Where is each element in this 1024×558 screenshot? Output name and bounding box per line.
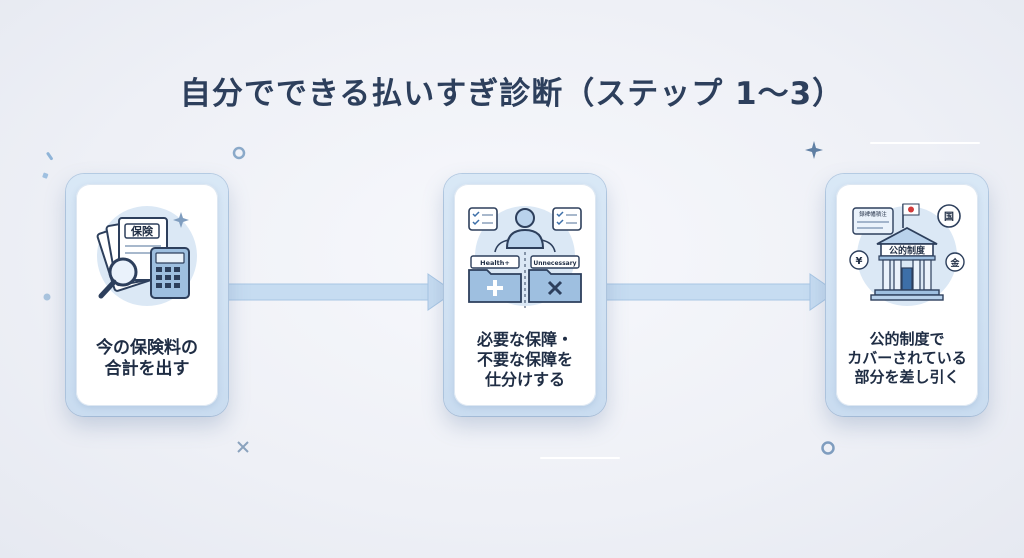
insurance-calculation-illustration: 保険 (96, 206, 197, 306)
step-arrow (606, 273, 837, 311)
svg-text:Unnecessary: Unnecessary (533, 260, 576, 267)
svg-text:¥: ¥ (856, 256, 863, 267)
flag-icon (902, 203, 920, 228)
svg-text:国: 国 (944, 211, 954, 223)
document-icon: 保険 (96, 217, 168, 292)
step-2-label: 必要な保障・ 不要な保障を 仕分けする (476, 330, 573, 389)
public-system-illustration: 録裨幡積注 国 金 ¥ 公的制度 (849, 203, 965, 306)
step-3-label: 公的制度で カバーされている 部分を差し引く (847, 330, 967, 386)
svg-text:Health+: Health+ (480, 259, 510, 267)
step-card-1: 保険 今の保険料の 合計を出す (66, 174, 228, 416)
calculator-icon (150, 247, 190, 299)
star-decoration-icon (805, 141, 823, 159)
step-card-3: 録裨幡積注 国 金 ¥ 公的制度 (826, 174, 988, 416)
page-title: 自分でできる払いすぎ診断（ステップ 1〜3） (179, 76, 845, 112)
svg-text:録裨幡積注: 録裨幡積注 (859, 210, 887, 218)
id-card-icon: 録裨幡積注 (852, 207, 894, 235)
step-arrow (228, 273, 455, 311)
magnifier-icon (98, 257, 138, 299)
circle-decoration-icon (232, 146, 246, 160)
line-decoration-icon (870, 142, 980, 144)
circle-decoration-icon (821, 441, 835, 455)
sorting-coverage-illustration: Health+ Unnecessary (468, 206, 582, 308)
sparkle-decoration-icon (42, 152, 53, 179)
government-building-icon: 公的制度 (870, 226, 944, 301)
cross-decoration-icon (237, 441, 249, 453)
svg-text:金: 金 (949, 257, 960, 269)
step-1-label: 今の保険料の 合計を出す (96, 338, 198, 380)
circle-decoration-icon (43, 293, 51, 301)
svg-text:公的制度: 公的制度 (889, 245, 926, 257)
speech-bubble-icon: 国 金 (937, 204, 965, 272)
folder-x-icon: Unnecessary (528, 255, 582, 303)
line-decoration-icon (540, 457, 620, 459)
svg-text:保険: 保険 (130, 224, 154, 238)
yen-bubble-icon: ¥ (849, 250, 869, 270)
person-icon (505, 208, 545, 249)
checklist-icon (468, 207, 582, 231)
step-card-2: Health+ Unnecessary 必要な保障・ 不要な保障を 仕分けする (444, 174, 606, 416)
folder-plus-icon: Health+ (468, 255, 522, 303)
